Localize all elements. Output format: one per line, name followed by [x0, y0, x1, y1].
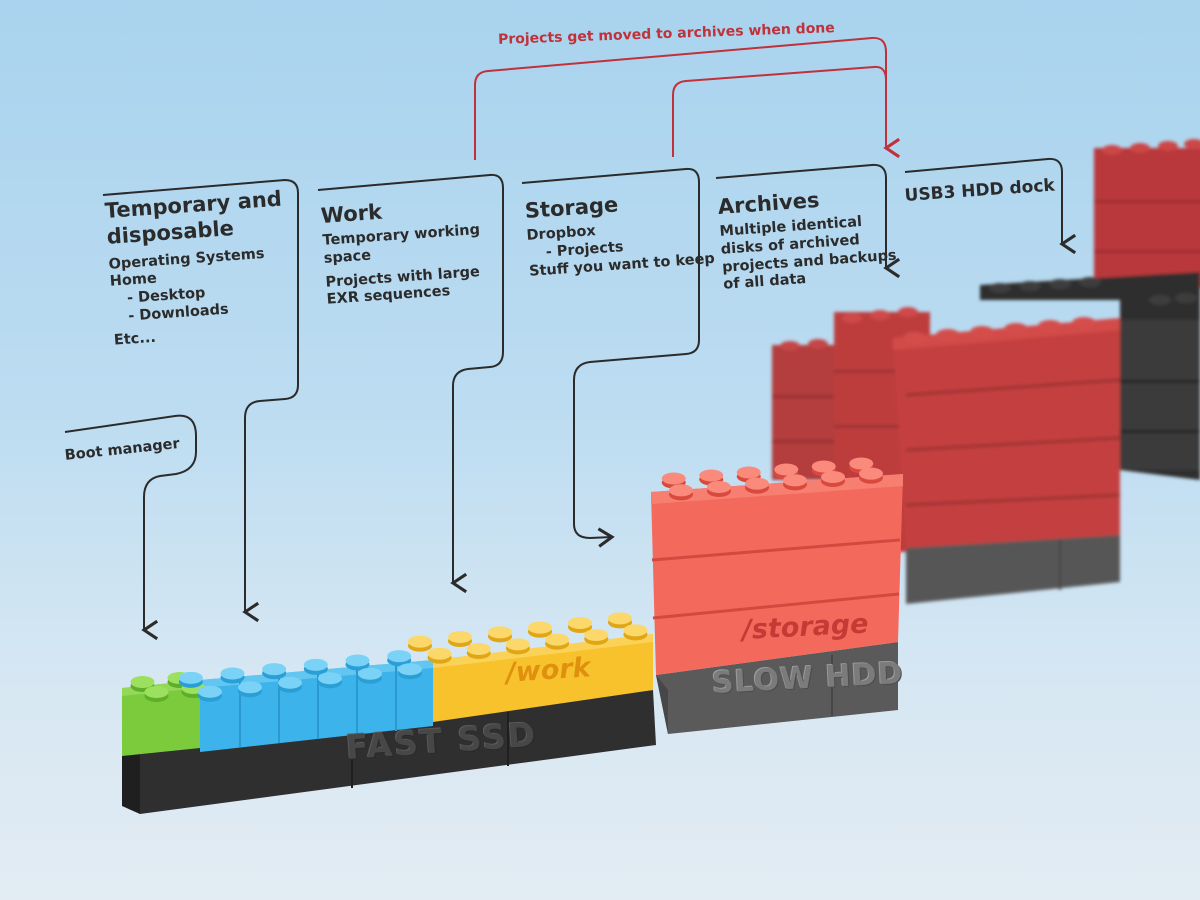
work-callout-arrow	[317, 173, 504, 594]
work-label: Work Temporary working space Projects wi…	[320, 192, 485, 310]
boot-callout-arrow	[64, 414, 197, 641]
brick-stud-top	[568, 617, 592, 629]
usb-callout-arrow	[904, 157, 1077, 255]
brick-stud-top	[859, 467, 883, 480]
brick-stud-top	[774, 463, 799, 476]
work-brick-label: /work	[504, 652, 592, 689]
storage-to-archives-arrow	[672, 65, 887, 157]
brick-stud-top	[408, 635, 432, 648]
work-to-archives-arrow	[474, 36, 901, 160]
brick-stud-top	[623, 624, 648, 637]
brick-stud-top	[699, 469, 724, 482]
brick-stud-top	[130, 676, 155, 688]
brick-stud-top	[220, 667, 245, 680]
brick-stud-top	[488, 626, 512, 639]
brick-stud-top	[528, 621, 552, 634]
brick-stud-top	[505, 638, 530, 651]
archives-label: Archives Multiple identical disks of arc…	[717, 182, 898, 295]
brick-stud-top	[811, 460, 836, 473]
storage-brick-label: /storage	[741, 608, 870, 646]
archive-flow-arrows	[474, 36, 901, 160]
storage-brick	[651, 474, 903, 675]
brick-studs	[130, 457, 883, 702]
brick-stud-top	[345, 654, 370, 667]
brick-stud-top	[278, 676, 302, 689]
brick-stud-top	[783, 474, 807, 487]
brick-stud-top	[849, 457, 874, 470]
brick-stud-top	[466, 643, 491, 655]
brick-stud-top	[144, 686, 169, 698]
brick-stud-top	[303, 658, 328, 671]
brick-stud-top	[398, 663, 422, 676]
brick-stud-top	[821, 471, 845, 483]
brick-stud-top	[707, 481, 731, 493]
brick-stud-top	[318, 672, 342, 685]
brick-stud-top	[178, 671, 203, 684]
archive-stack-back	[772, 339, 842, 480]
brick-stud-top	[448, 631, 472, 643]
brick-stud-top	[198, 685, 222, 698]
brick-stud-top	[584, 629, 609, 641]
storage-callout-arrow	[521, 167, 700, 548]
brick-stud-top	[387, 650, 412, 663]
callout-lines	[64, 157, 1077, 641]
brick-stud-top	[669, 484, 693, 497]
slow-hdd-brick	[656, 642, 898, 734]
fast-ssd-brick	[122, 690, 656, 814]
temporary-callout-arrow	[102, 178, 299, 623]
brick-stud-top	[427, 647, 452, 660]
brick-stud-top	[545, 633, 570, 646]
archive-stack-front	[893, 317, 1121, 604]
storage-label: Storage Dropbox - Projects Stuff you wan…	[524, 185, 715, 281]
brick-stud-top	[262, 663, 287, 676]
brick-stud-top	[358, 667, 382, 680]
usb-dock	[980, 272, 1200, 480]
brick-stud-top	[238, 681, 262, 694]
archives-callout-arrow	[715, 163, 901, 279]
temporary-label: Temporary and disposable Operating Syste…	[104, 185, 304, 351]
brick-stud-top	[736, 466, 761, 479]
archive-top-stack	[1094, 139, 1200, 288]
brick-stud-top	[661, 472, 686, 485]
brick-stud-top	[745, 477, 769, 490]
brick-stud-top	[608, 612, 632, 625]
